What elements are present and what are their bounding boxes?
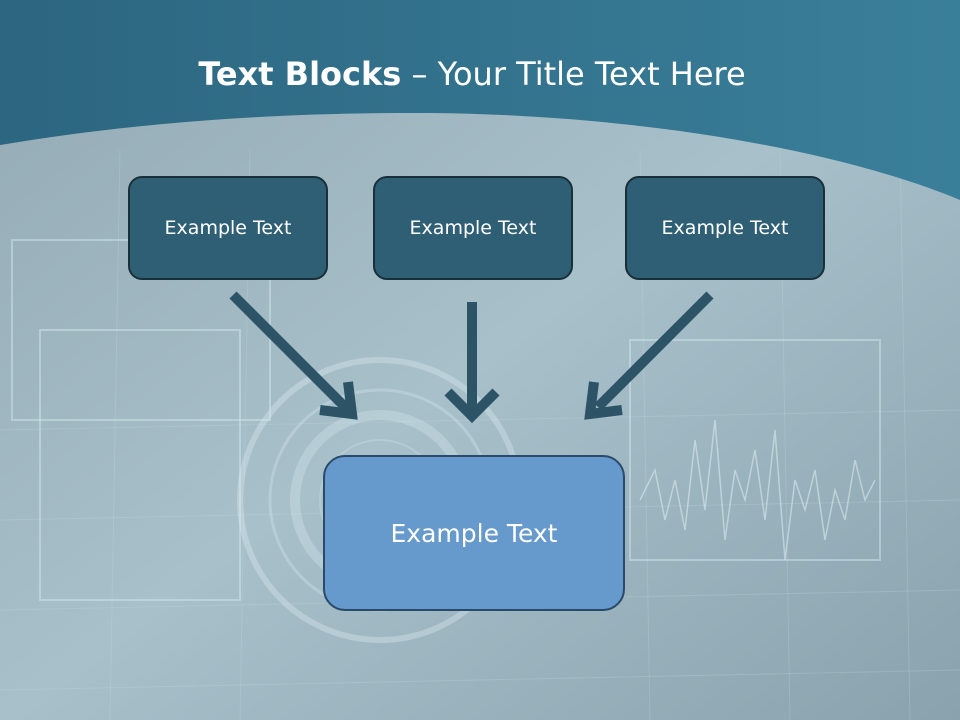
text-block-top-left-label: Example Text: [164, 217, 292, 239]
arrow-center: [444, 302, 500, 424]
text-block-top-right-label: Example Text: [661, 217, 789, 239]
text-block-top-left: Example Text: [128, 176, 328, 280]
title-rest: Your Title Text Here: [437, 55, 746, 93]
arrow-right: [584, 291, 714, 420]
title-dash: –: [411, 55, 428, 93]
title-bold: Text Blocks: [198, 55, 402, 93]
text-block-bottom: Example Text: [323, 455, 625, 611]
slide-title: Text Blocks – Your Title Text Here: [0, 52, 944, 96]
background-waveform: [639, 419, 876, 561]
text-block-top-right: Example Text: [625, 176, 825, 280]
text-block-top-center-label: Example Text: [409, 217, 537, 239]
text-block-bottom-label: Example Text: [390, 518, 558, 548]
text-block-top-center: Example Text: [373, 176, 573, 280]
arrow-left: [229, 291, 358, 420]
header-band: [0, 0, 960, 200]
